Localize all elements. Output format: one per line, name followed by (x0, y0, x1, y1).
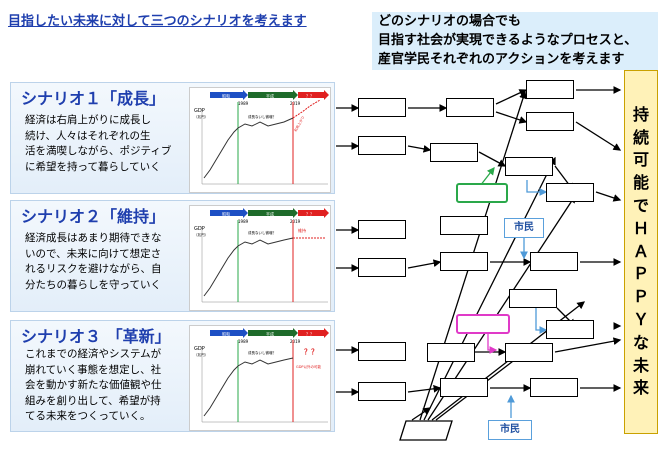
note-line: 産官学民それぞれのアクションを考えます (378, 52, 625, 67)
goal-char: 未 (632, 355, 649, 375)
year-label: 1989 (238, 339, 249, 344)
goal-char: Ａ (632, 241, 649, 261)
era-label: ？？ (306, 212, 314, 217)
era-label: 平成 (266, 211, 274, 217)
process-box (530, 252, 578, 271)
chart-note: GDP以外の可能 (296, 364, 322, 369)
note-line: どのシナリオの場合でも (378, 14, 522, 29)
desc-line: れるリスクを避けながら、自 (25, 263, 162, 275)
era-label: ？？ (306, 332, 314, 337)
process-box (509, 289, 557, 308)
goal-char: Ｙ (632, 309, 649, 329)
goal-char: な (632, 332, 649, 352)
y-axis-label: GDP (194, 346, 205, 352)
process-box (358, 136, 406, 155)
goal-char: Ｈ (632, 218, 649, 238)
process-box (446, 98, 494, 117)
goal-char: で (632, 196, 649, 215)
note-box: どのシナリオの場合でも 目指す社会が実現できるようなプロセスと、 産官学民それぞ… (372, 12, 658, 70)
process-box (358, 382, 406, 401)
chart-annotation: 成長ないし微増？ (248, 114, 276, 119)
scenario-title: シナリオ２「維持」 (21, 207, 166, 226)
page-title: 目指したい未来に対して三つのシナリオを考えます (8, 14, 307, 29)
y-axis-unit: （兆円） (194, 232, 208, 237)
desc-line: 経済成長はあまり期待できな (25, 232, 162, 244)
y-axis-unit: （兆円） (194, 352, 208, 357)
year-label: 2019 (290, 339, 301, 344)
year-label: 1989 (238, 101, 249, 106)
desc-line: 崩れていく事態を想定し、社 (25, 363, 162, 376)
era-label: ？？ (306, 94, 314, 99)
parallelogram-node (399, 420, 453, 441)
desc-line: てる未来をつくっていく。 (25, 410, 151, 422)
process-box (546, 183, 594, 202)
y-axis-label: GDP (194, 226, 205, 232)
desc-line: 会を動かす新たな価値観や仕 (25, 379, 162, 391)
highlight-box-magenta (456, 314, 510, 334)
goal-char: 能 (632, 173, 649, 193)
desc-line: 経済は右肩上がりに成長し (25, 114, 151, 126)
highlight-box-green (456, 183, 508, 203)
scenario-description: 経済は右肩上がりに成長し 続け、人々はそれぞれの生 活を満喫しながら、ポジティブ… (25, 113, 187, 175)
year-label: 2019 (290, 219, 301, 224)
mini-gdp-chart: 昭和 平成 ？？ 1989 2019 GDP （兆円） 成長ないし微増？ 右肩上… (189, 87, 331, 193)
chart-label: ？？ (304, 348, 318, 356)
desc-line: いので、未来に向けて想定さ (25, 247, 162, 260)
process-box (530, 378, 578, 397)
mini-gdp-chart: 昭和 平成 ？？ 1989 2019 GDP （兆円） 成長ないし微増？ 維持 (189, 205, 331, 311)
scenario-card-maintain: シナリオ２「維持」 経済成長はあまり期待できな いので、未来に向けて想定さ れる… (10, 200, 335, 312)
era-label: 昭和 (222, 93, 230, 99)
goal-column: 持 続 可 能 で Ｈ Ａ Ｐ Ｐ Ｙ な 未 来 (624, 70, 658, 434)
note-line: 目指す社会が実現できるようなプロセスと、 (378, 33, 638, 48)
desc-line: 活を満喫しながら、ポジティブ (25, 145, 172, 157)
desc-line: に希望を持って暮らしていく (25, 160, 161, 173)
chart-label: 維持 (298, 227, 306, 233)
mini-gdp-chart: 昭和 平成 ？？ 1989 2019 GDP （兆円） 成長ないし微増？ ？？ … (189, 325, 331, 431)
process-box (440, 378, 488, 397)
era-label: 平成 (266, 331, 274, 337)
goal-char: 来 (632, 378, 649, 398)
scenario-title: シナリオ１「成長」 (21, 89, 166, 108)
scenario-description: 経済成長はあまり期待できな いので、未来に向けて想定さ れるリスクを避けながら、… (25, 231, 187, 293)
process-box (526, 112, 574, 131)
era-arrows: 昭和 平成 ？？ (210, 90, 329, 100)
process-box (505, 343, 553, 362)
scenario-description: これまでの経済やシステムが 崩れていく事態を想定し、社 会を動かす新たな価値観や… (25, 347, 187, 425)
goal-char: 可 (632, 150, 649, 170)
era-label: 平成 (266, 93, 274, 99)
era-label: 昭和 (222, 211, 230, 217)
scenario-card-innovate: シナリオ３ 「革新」 これまでの経済やシステムが 崩れていく事態を想定し、社 会… (10, 320, 335, 432)
process-box (358, 220, 406, 239)
desc-line: 組みを創り出して、希望が持 (25, 394, 161, 407)
process-box (526, 80, 574, 99)
process-box (546, 320, 594, 339)
y-axis-unit: （兆円） (194, 114, 208, 119)
chart-annotation: 成長ないし微増？ (248, 350, 276, 355)
desc-line: 分たちの暮らしを守っていく (25, 278, 161, 291)
desc-line: これまでの経済やシステムが (25, 348, 162, 360)
year-label: 1989 (238, 219, 249, 224)
year-label: 2019 (290, 101, 301, 106)
citizen-tag: 市民 (488, 420, 532, 440)
goal-char: 持 (632, 104, 649, 124)
goal-char: Ｐ (632, 287, 649, 307)
process-box (358, 258, 406, 277)
desc-line: 続け、人々はそれぞれの生 (25, 129, 151, 142)
y-axis-label: GDP (194, 108, 205, 114)
goal-char: Ｐ (632, 264, 649, 284)
citizen-tag: 市民 (504, 218, 544, 238)
process-box (427, 343, 475, 362)
goal-char: 続 (632, 127, 649, 147)
process-box (430, 143, 478, 162)
era-label: 昭和 (222, 331, 230, 337)
process-box (358, 98, 406, 117)
scenario-title: シナリオ３ 「革新」 (21, 327, 171, 346)
chart-annotation: 成長ないし微増？ (248, 230, 276, 235)
process-box (358, 342, 406, 361)
process-box (440, 252, 488, 271)
scenario-card-growth: シナリオ１「成長」 経済は右肩上がりに成長し 続け、人々はそれぞれの生 活を満喫… (10, 82, 335, 194)
process-box (505, 157, 553, 176)
process-box (440, 216, 488, 235)
